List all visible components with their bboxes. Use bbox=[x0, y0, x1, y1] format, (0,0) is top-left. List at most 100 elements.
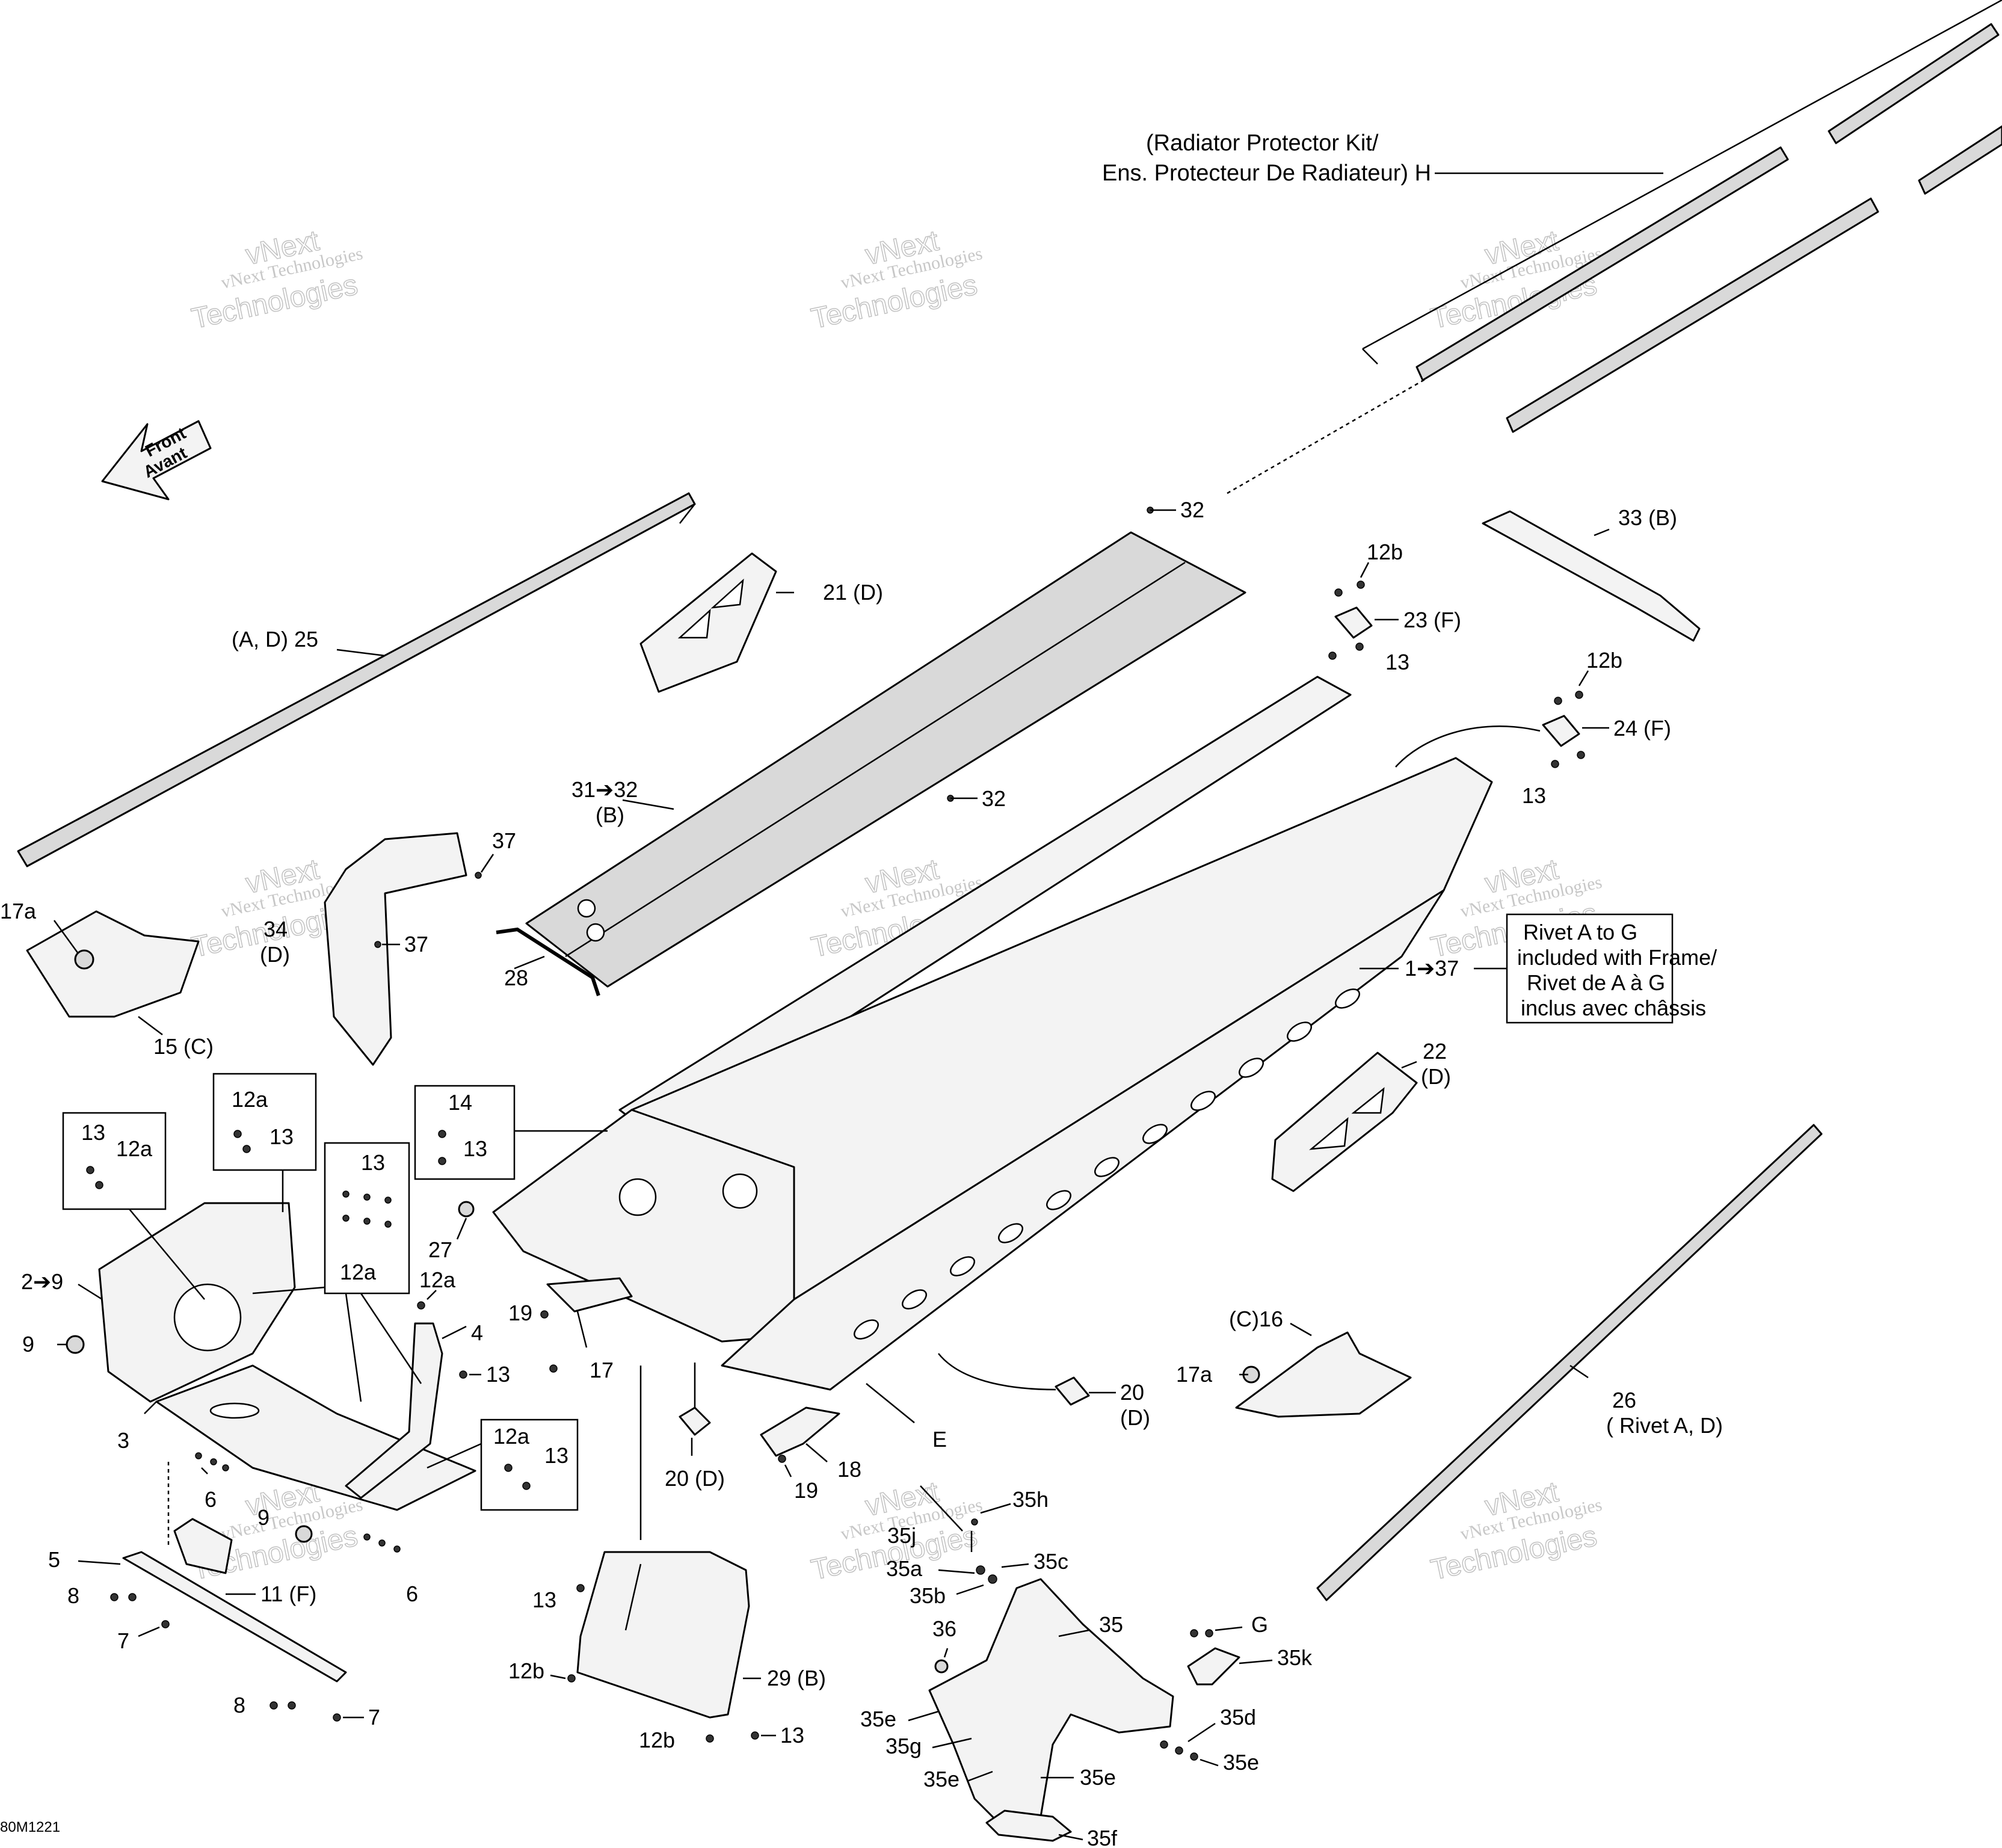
rivet-6 bbox=[363, 1533, 371, 1541]
nut-35c bbox=[988, 1574, 997, 1584]
bracket-body bbox=[324, 832, 467, 1066]
callout-12b: 12b bbox=[1367, 540, 1403, 564]
leader-line bbox=[550, 1674, 566, 1680]
rivet-note-box: Rivet A to G included with Frame/ Rivet … bbox=[1506, 913, 1717, 1024]
leader-line bbox=[336, 648, 386, 657]
callout-20: 20 (D) bbox=[665, 1466, 725, 1491]
frame-side-lattice bbox=[721, 889, 1445, 1391]
strip-body bbox=[122, 1551, 347, 1683]
leader-line bbox=[138, 1016, 163, 1035]
screw-12a bbox=[384, 1221, 392, 1228]
callout-22: (D) bbox=[1421, 1064, 1451, 1089]
nut-13 bbox=[1577, 751, 1585, 759]
callout-35: 35 bbox=[1099, 1612, 1123, 1637]
callout-35j: 35j bbox=[887, 1523, 916, 1548]
callout-32: 32 bbox=[1180, 497, 1204, 522]
leader-line bbox=[514, 955, 545, 970]
protector-bar bbox=[1415, 146, 1789, 381]
plug-9 bbox=[295, 1525, 313, 1543]
support-body bbox=[928, 1578, 1174, 1824]
callout-35e: 35e bbox=[860, 1707, 896, 1731]
callout-35a: 35a bbox=[886, 1556, 923, 1581]
callout-15: 15 (C) bbox=[153, 1034, 214, 1059]
part-25-rail: (A, D) 25 bbox=[17, 492, 696, 867]
callout-5: 5 bbox=[48, 1547, 60, 1572]
leader-line bbox=[1290, 1322, 1312, 1337]
bracket-35k bbox=[1187, 1647, 1240, 1686]
part-28-bracket: 28 bbox=[496, 927, 600, 996]
screw-G bbox=[1205, 1629, 1213, 1637]
callout-26-note: ( Rivet A, D) bbox=[1606, 1413, 1723, 1438]
callout-35e: 35e bbox=[1080, 1765, 1116, 1790]
callout-17a: 17a bbox=[1176, 1362, 1213, 1387]
leader-line bbox=[129, 1209, 205, 1300]
callout-8: 8 bbox=[67, 1583, 79, 1608]
callout-3: 3 bbox=[117, 1428, 129, 1453]
leader-line bbox=[1362, 348, 1378, 365]
rail-body bbox=[1316, 1124, 1823, 1601]
bracket-body bbox=[1542, 715, 1580, 747]
callout-13: 13 bbox=[1385, 650, 1409, 674]
screw-12b bbox=[1357, 581, 1365, 589]
screw-8 bbox=[110, 1593, 119, 1601]
callout-1-37: 1➔37 bbox=[1405, 956, 1459, 981]
callout-26: 26 bbox=[1612, 1388, 1636, 1412]
rivet-6 bbox=[378, 1539, 386, 1547]
callout-21: 21 (D) bbox=[823, 580, 883, 605]
leader-line bbox=[1578, 670, 1589, 686]
bracket-cutout bbox=[1309, 1117, 1349, 1150]
bracket-body bbox=[1334, 606, 1373, 639]
bracket-body bbox=[1482, 510, 1701, 642]
screw-12a bbox=[417, 1301, 425, 1310]
label-E: E bbox=[866, 1383, 947, 1452]
callout-19: 19 bbox=[794, 1478, 818, 1503]
screw-12a bbox=[504, 1464, 513, 1472]
leader-line bbox=[980, 1503, 1011, 1514]
callout-11: 11 (F) bbox=[260, 1582, 316, 1606]
callout-23: 23 (F) bbox=[1403, 608, 1461, 632]
nut-13 bbox=[1328, 651, 1337, 660]
callout-7: 7 bbox=[368, 1705, 380, 1729]
callout-20: 20 bbox=[1120, 1380, 1144, 1405]
plug-9 bbox=[66, 1335, 85, 1354]
callout-35d: 35d bbox=[1220, 1705, 1256, 1729]
callout-24: 24 (F) bbox=[1613, 716, 1671, 741]
tunnel-fitting bbox=[577, 899, 596, 918]
leader-line bbox=[78, 1283, 103, 1301]
bracket-28 bbox=[496, 927, 600, 996]
rivet-37 bbox=[374, 941, 381, 948]
rivet-note-text: inclus avec châssis bbox=[1521, 996, 1706, 1020]
callout-34: 34 bbox=[263, 917, 288, 941]
callout-6: 6 bbox=[406, 1582, 418, 1606]
part-15-cover: 17a 15 (C) bbox=[0, 899, 214, 1059]
callout-6: 6 bbox=[205, 1487, 217, 1512]
part-22-bracket: 22 (D) bbox=[1271, 1039, 1451, 1192]
leader-line bbox=[938, 1569, 975, 1574]
screw-12b bbox=[1554, 697, 1562, 705]
nut-7 bbox=[161, 1620, 170, 1628]
tunnel-body bbox=[525, 531, 1246, 988]
screw-12b bbox=[1575, 691, 1583, 699]
callout-13: 13 bbox=[486, 1362, 510, 1387]
leader-line bbox=[442, 1325, 467, 1340]
leader-line bbox=[956, 1584, 984, 1595]
callout-12b: 12b bbox=[1586, 648, 1622, 673]
hardware-box bbox=[62, 1112, 167, 1210]
leader-line bbox=[360, 1293, 422, 1384]
leader-line bbox=[1401, 1061, 1417, 1069]
callout-35e: 35e bbox=[923, 1767, 959, 1791]
callout-35k: 35k bbox=[1277, 1645, 1313, 1670]
callout-12a: 12a bbox=[116, 1136, 153, 1161]
exchanger-line bbox=[624, 1563, 642, 1631]
callout-35c: 35c bbox=[1033, 1549, 1068, 1574]
callout-12a: 12a bbox=[340, 1260, 377, 1284]
callout-17: 17 bbox=[590, 1358, 614, 1382]
leader-line bbox=[345, 1293, 362, 1402]
screw-8 bbox=[128, 1593, 137, 1601]
radiator-kit-label: Ens. Protecteur De Radiateur) H bbox=[1102, 161, 1431, 186]
nut-13 bbox=[438, 1157, 446, 1165]
screw-8 bbox=[288, 1701, 296, 1710]
leader-line bbox=[78, 1560, 121, 1565]
tunnel-fitting bbox=[586, 923, 605, 942]
